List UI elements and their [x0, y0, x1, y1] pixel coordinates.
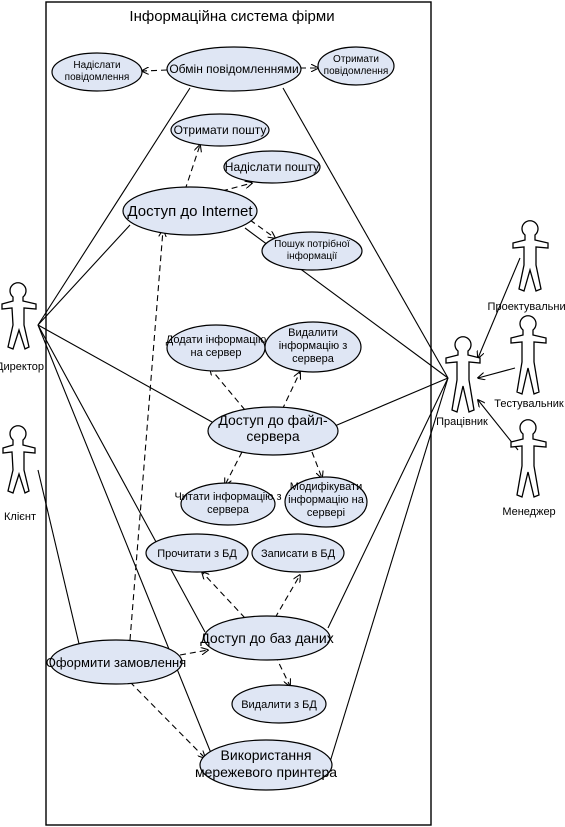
svg-text:Отримати пошту: Отримати пошту [174, 123, 267, 137]
svg-text:Клієнт: Клієнт [4, 511, 36, 523]
associations [37, 87, 449, 764]
use-case-write-db[interactable]: Записати в БД [251, 533, 345, 573]
svg-text:Записати в БД: Записати в БД [261, 548, 336, 560]
use-case-place-order[interactable]: Оформити замовлення [46, 639, 186, 685]
actor-tester: Тестувальник [494, 315, 564, 410]
use-case-message-exchange[interactable]: Обмін повідомленнями [166, 46, 302, 92]
svg-text:Проектувальник: Проектувальник [488, 301, 565, 313]
use-case-delete-db[interactable]: Видалити з БД [231, 684, 327, 724]
use-case-receive-mail[interactable]: Отримати пошту [170, 113, 270, 147]
actor-director: Директор [0, 282, 44, 373]
svg-text:Доступ до файл-сервера: Доступ до файл-сервера [218, 412, 328, 444]
svg-text:Доступ до Internet: Доступ до Internet [127, 203, 253, 220]
svg-text:Працівник: Працівник [436, 416, 488, 428]
system-title: Інформаційна система фірми [129, 8, 334, 25]
actor-manager: Менеджер [502, 419, 556, 518]
use-case-internet-access[interactable]: Доступ до Internet [122, 186, 258, 236]
use-case-send-mail[interactable]: Надіслати пошту [223, 150, 321, 184]
svg-text:Прочитати з БД: Прочитати з БД [157, 548, 237, 560]
svg-text:Оформити замовлення: Оформити замовлення [46, 655, 186, 670]
svg-text:Обмін повідомленнями: Обмін повідомленнями [169, 62, 298, 76]
svg-text:Директор: Директор [0, 361, 44, 373]
use-case-file-server-access[interactable]: Доступ до файл-сервера [207, 406, 339, 456]
actor-client: Клієнт [2, 425, 36, 523]
use-case-db-access[interactable]: Доступ до баз даних [200, 615, 334, 661]
svg-text:Надіслати пошту: Надіслати пошту [225, 160, 319, 174]
svg-text:Тестувальник: Тестувальник [494, 398, 564, 410]
actor-worker: Працівник [436, 336, 488, 428]
svg-text:Доступ до баз даних: Доступ до баз даних [200, 630, 333, 646]
svg-text:Менеджер: Менеджер [502, 506, 555, 518]
actor-designer: Проектувальник [488, 220, 565, 313]
use-case-read-db[interactable]: Прочитати з БД [145, 533, 249, 573]
dependencies [129, 68, 322, 758]
svg-text:Видалити з БД: Видалити з БД [241, 699, 317, 711]
